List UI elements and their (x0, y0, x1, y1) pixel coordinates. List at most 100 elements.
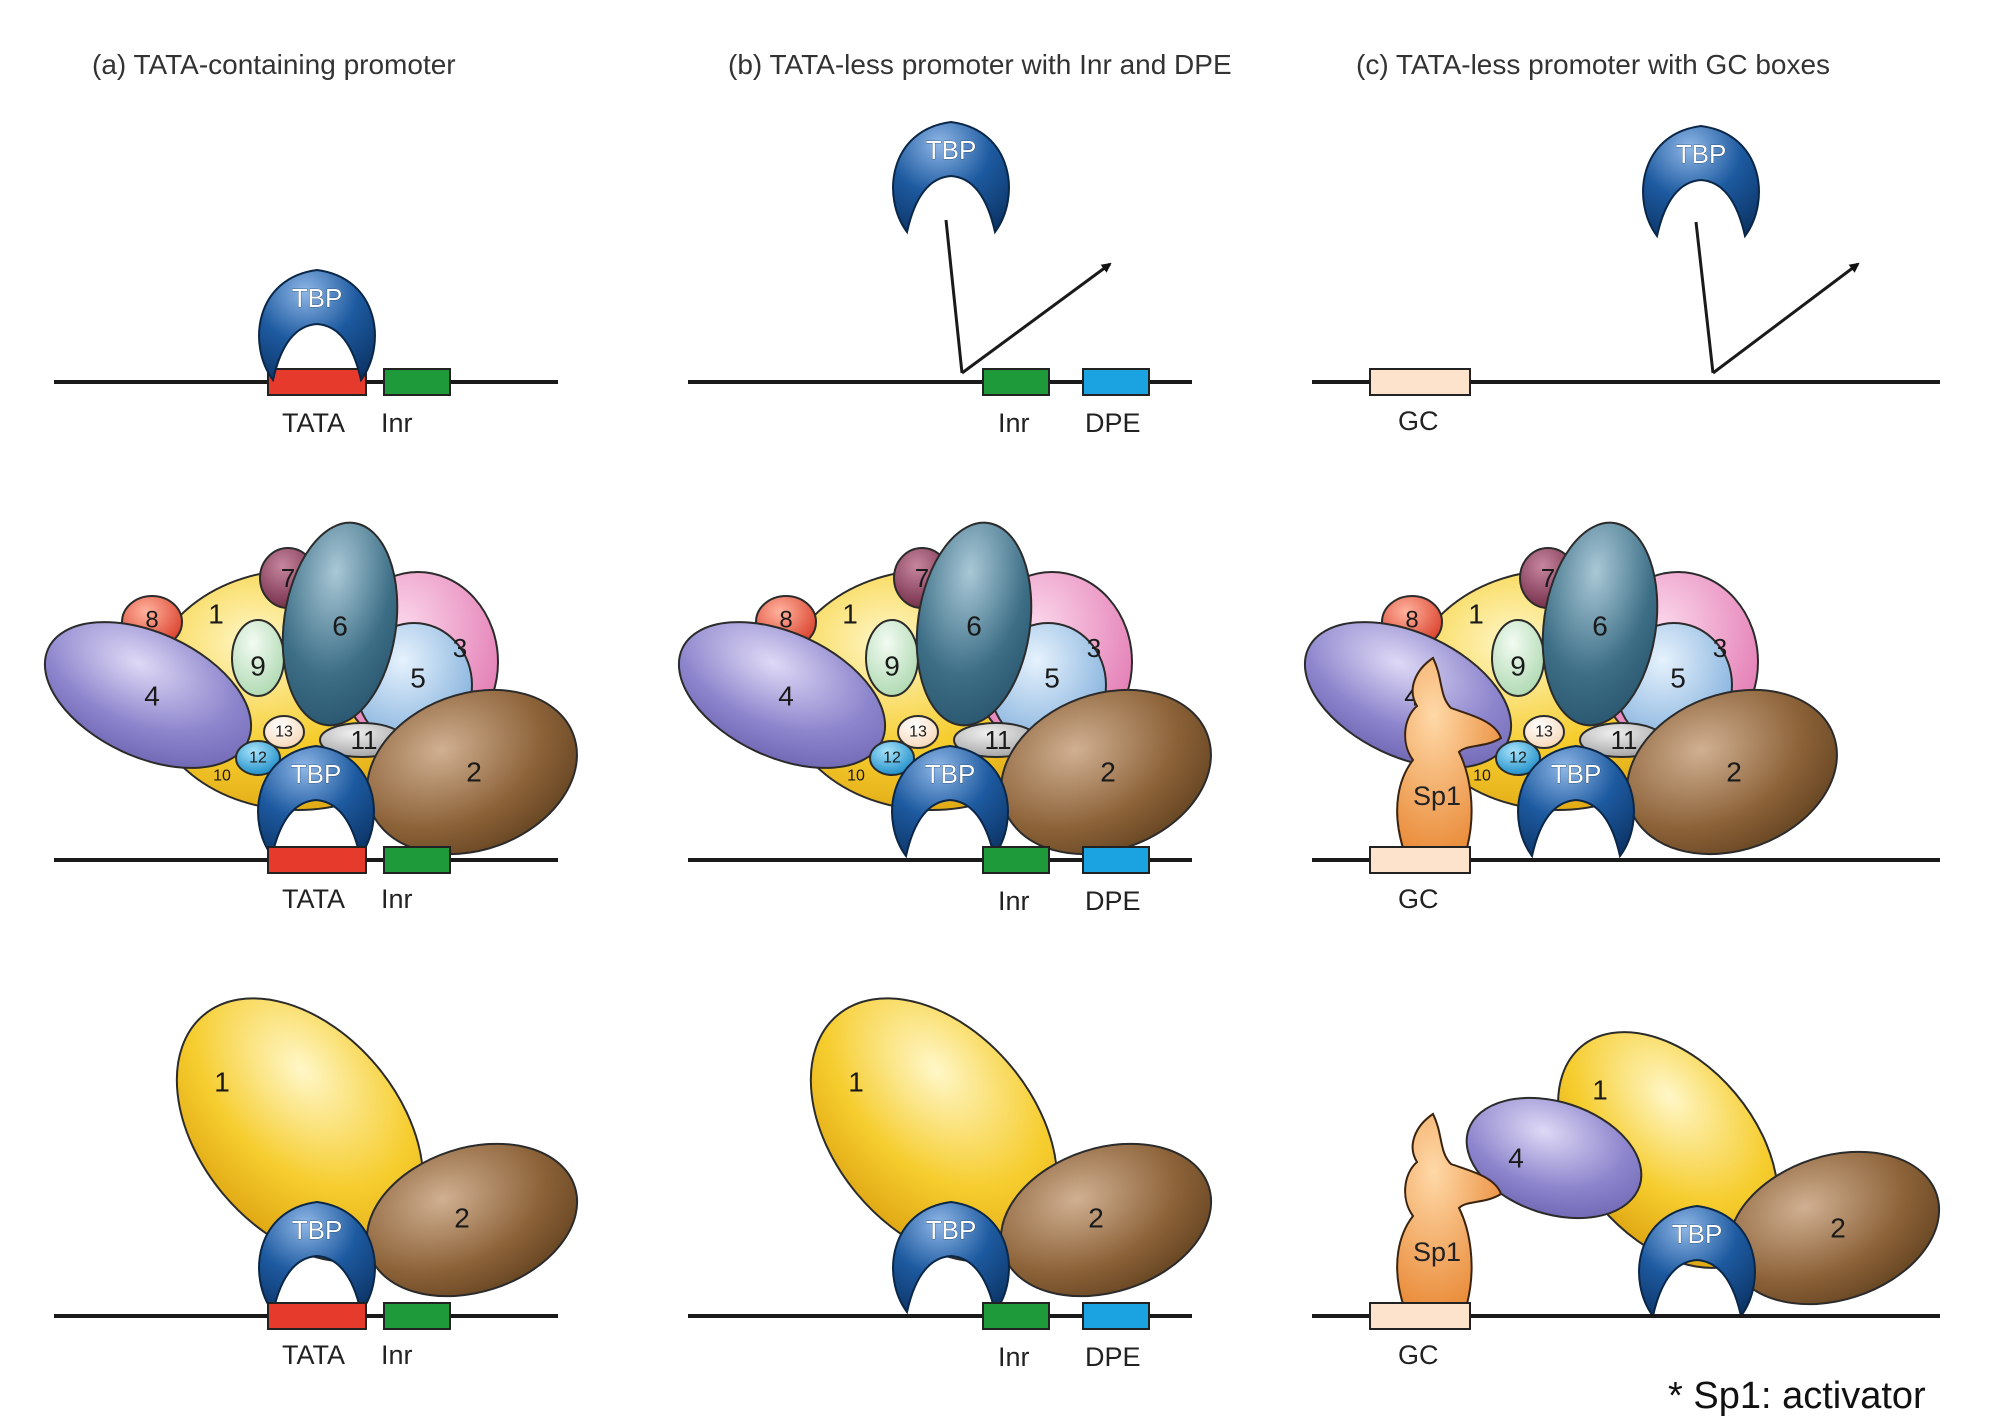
footnote-sp1-activator: * Sp1: activator (1668, 1375, 1926, 1417)
panel-a-title: (a) TATA-containing promoter (92, 49, 456, 80)
protein-p11-label: 11 (985, 725, 1012, 755)
a2-protein-13 (263, 715, 305, 749)
protein-p6-label: 6 (966, 611, 982, 642)
b1-dpe-box (1082, 368, 1150, 396)
a3-tata-label: TATA (282, 1340, 345, 1370)
protein-p1-label: 1 (842, 599, 858, 630)
tss-arrow-b1-stem (944, 219, 964, 374)
a2-tata-label: TATA (282, 884, 345, 914)
c2-protein-6 (1541, 521, 1659, 727)
a3-inr-box (383, 1302, 451, 1330)
tbp-label-c1: TBP (1676, 139, 1727, 169)
protein-p4-label: 4 (778, 681, 794, 712)
protein-p10-label: 10 (213, 768, 231, 785)
protein-p7-label: 7 (915, 563, 929, 593)
sp1-shape (1396, 656, 1503, 849)
protein-p12-label: 12 (883, 750, 901, 767)
protein-p2-label: 2 (1830, 1213, 1846, 1244)
tbp-saddle-shape (892, 1200, 1010, 1315)
a2-inr-box (383, 846, 451, 874)
b2-inr-label: Inr (998, 886, 1030, 916)
protein-p8-label: 8 (779, 607, 792, 634)
a2-protein-6 (281, 521, 399, 727)
sp1-shape (1396, 1112, 1503, 1305)
a2-protein-4 (43, 621, 253, 769)
a2-inr-label: Inr (381, 884, 413, 914)
a3-inr-label: Inr (381, 1340, 413, 1370)
tbp-saddle-shape (258, 268, 376, 383)
protein-p12-label: 12 (249, 750, 267, 767)
protein-p9-label: 9 (250, 651, 266, 682)
a1-tata-label: TATA (282, 408, 345, 438)
protein-p5-label: 5 (1670, 663, 1686, 694)
b1-inr-box (982, 368, 1050, 396)
a1-inr-box (383, 368, 451, 396)
tbp-saddle-shape (257, 744, 375, 859)
b2-tbp: TBP (891, 744, 1009, 859)
tbp-c1: TBP (1642, 124, 1760, 239)
c2-gc-box (1369, 846, 1471, 874)
c3-tbp-label: TBP (1672, 1219, 1723, 1249)
protein-p13-label: 13 (909, 724, 927, 741)
protein-p13-label: 13 (275, 724, 293, 741)
a1-tata-box (267, 368, 367, 396)
b2-dpe-box (1082, 846, 1150, 874)
c2-gc-label: GC (1398, 884, 1439, 914)
b1-inr-label: Inr (998, 408, 1030, 438)
tbp-saddle-shape (1638, 1204, 1756, 1319)
protein-p2-label: 2 (466, 757, 482, 788)
tbp-saddle-shape (1517, 744, 1635, 859)
b2-protein-4 (677, 621, 887, 769)
sp1-label: Sp1 (1413, 1237, 1461, 1267)
tbp-saddle-shape (892, 120, 1010, 235)
b3-tbp: TBP (892, 1200, 1010, 1315)
tss-arrow-c1-shaft (1712, 262, 1860, 375)
protein-p5-label: 5 (1044, 663, 1060, 694)
b3-dpe-box (1082, 1302, 1150, 1330)
protein-p2-label: 2 (1726, 757, 1742, 788)
protein-p2-label: 2 (1100, 757, 1116, 788)
tss-arrow-c1-stem (1694, 221, 1715, 374)
tbp-label-a1: TBP (292, 283, 343, 313)
a3-tata-box (267, 1302, 367, 1330)
c2-tbp-label: TBP (1551, 759, 1602, 789)
c3-protein-4 (1465, 1096, 1643, 1220)
protein-p3-label: 3 (453, 633, 467, 663)
a2-tbp: TBP (257, 744, 375, 859)
b2-tbp-label: TBP (925, 759, 976, 789)
protein-p6-label: 6 (332, 611, 348, 642)
protein-p8-label: 8 (1405, 607, 1418, 634)
protein-p4-label: 4 (144, 681, 160, 712)
b3-tbp-label: TBP (926, 1215, 977, 1245)
protein-p12-label: 12 (1509, 750, 1527, 767)
protein-p6-label: 6 (1592, 611, 1608, 642)
tss-arrow-b1-shaft (961, 262, 1112, 375)
protein-p13-label: 13 (1535, 724, 1553, 741)
b2-dpe-label: DPE (1085, 886, 1141, 916)
c3-gc-box (1369, 1302, 1471, 1330)
protein-p9-label: 9 (884, 651, 900, 682)
a1-inr-label: Inr (381, 408, 413, 438)
tbp-label-b1: TBP (926, 135, 977, 165)
b2-inr-box (982, 846, 1050, 874)
a2-tbp-label: TBP (291, 759, 342, 789)
tbp-saddle-shape (891, 744, 1009, 859)
sp1-c2: Sp1 (1396, 656, 1503, 849)
b1-dpe-label: DPE (1085, 408, 1141, 438)
b2-protein-6 (915, 521, 1033, 727)
protein-p1-label: 1 (848, 1067, 864, 1098)
tbp-saddle-shape (258, 1200, 376, 1315)
protein-p1-label: 1 (214, 1067, 230, 1098)
protein-p7-label: 7 (1541, 563, 1555, 593)
protein-p7-label: 7 (281, 563, 295, 593)
b2-protein-12 (869, 740, 915, 776)
b3-dpe-label: DPE (1085, 1342, 1141, 1372)
c2-protein-13 (1523, 715, 1565, 749)
a3-tbp-label: TBP (292, 1215, 343, 1245)
tbp-a1: TBP (258, 268, 376, 383)
sp1-label: Sp1 (1413, 781, 1461, 811)
a2-tata-box (267, 846, 367, 874)
sp1-c3: Sp1 (1396, 1112, 1503, 1305)
c1-gc-label: GC (1398, 406, 1439, 436)
protein-p1-label: 1 (208, 599, 224, 630)
